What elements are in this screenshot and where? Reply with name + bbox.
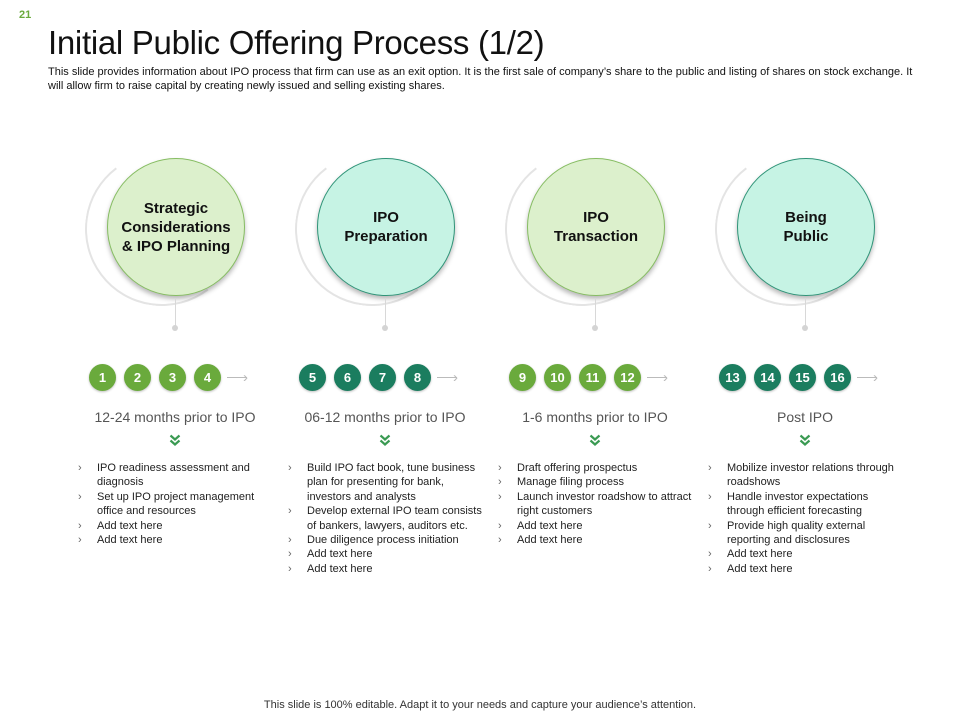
connector-line [805, 298, 806, 326]
step-badge: 9 [509, 364, 536, 391]
stage-circle: Being Public [737, 158, 875, 296]
step-badge: 4 [194, 364, 221, 391]
connector-line [385, 298, 386, 326]
stage-title-line: Strategic [143, 199, 209, 217]
step-badges: 13 14 15 16 › [719, 364, 878, 391]
step-badges: 9 10 11 12 › [509, 364, 668, 391]
stage-title-line: Transaction [553, 228, 639, 245]
bullet-item: Add text here [76, 533, 272, 548]
step-badge: 7 [369, 364, 396, 391]
stage-title-line: Preparation [344, 228, 428, 245]
bullet-item: Add text here [286, 547, 482, 562]
stage-title-line: IPO [583, 209, 609, 226]
step-badge: 13 [719, 364, 746, 391]
step-badge: 14 [754, 364, 781, 391]
stage-circle: IPO Transaction [527, 158, 665, 296]
connector-dot [592, 325, 598, 331]
step-badges: 5 6 7 8 › [299, 364, 458, 391]
stage-timeline: 06-12 months prior to IPO [304, 409, 466, 425]
page-title: Initial Public Offering Process (1/2) [48, 24, 545, 61]
bullet-item: Add text here [286, 562, 482, 577]
arrow-right-icon: › [857, 370, 878, 385]
connector-dot [172, 325, 178, 331]
bullet-item: IPO readiness assessment and diagnosis [76, 461, 272, 490]
bullet-item: Mobilize investor relations through road… [706, 461, 902, 490]
step-badges: 1 2 3 4 › [89, 364, 248, 391]
stage-bullet-list: Draft offering prospectus Manage filing … [496, 461, 692, 548]
stage-title-line: & IPO Planning [121, 237, 231, 255]
arrow-right-icon: › [437, 370, 458, 385]
bullet-item: Draft offering prospectus [496, 461, 692, 476]
stage-bullet-list: IPO readiness assessment and diagnosis S… [76, 461, 272, 548]
bullet-item: Provide high quality external reporting … [706, 519, 902, 548]
step-badge: 5 [299, 364, 326, 391]
stage-circle: IPO Preparation [317, 158, 455, 296]
bullet-item: Develop external IPO team consists of ba… [286, 504, 482, 533]
stage-bullet-list: Mobilize investor relations through road… [706, 461, 902, 577]
arrow-right-icon: › [227, 370, 248, 385]
connector-line [595, 298, 596, 326]
step-badge: 10 [544, 364, 571, 391]
double-chevron-down-icon [379, 434, 391, 446]
page-subtitle: This slide provides information about IP… [48, 66, 913, 92]
connector-dot [382, 325, 388, 331]
footer-note: This slide is 100% editable. Adapt it to… [263, 699, 697, 711]
bullet-item: Handle investor expectations through eff… [706, 490, 902, 519]
connector-line [175, 298, 176, 326]
double-chevron-down-icon [169, 434, 181, 446]
step-badge: 1 [89, 364, 116, 391]
stage-timeline: 12-24 months prior to IPO [94, 409, 256, 425]
step-badge: 11 [579, 364, 606, 391]
stage-title-line: Public [783, 228, 829, 245]
stage-title-line: Being [785, 209, 827, 226]
step-badge: 12 [614, 364, 641, 391]
bullet-item: Add text here [706, 562, 902, 577]
bullet-item: Set up IPO project management office and… [76, 490, 272, 519]
double-chevron-down-icon [589, 434, 601, 446]
slide-number: 21 [19, 9, 32, 21]
bullet-item: Manage filing process [496, 475, 692, 490]
bullet-item: Due diligence process initiation [286, 533, 482, 548]
bullet-item: Add text here [76, 519, 272, 534]
step-badge: 16 [824, 364, 851, 391]
stage-title-line: Considerations [121, 218, 231, 236]
double-chevron-down-icon [799, 434, 811, 446]
step-badge: 15 [789, 364, 816, 391]
step-badge: 3 [159, 364, 186, 391]
stage-circle: Strategic Considerations & IPO Planning [107, 158, 245, 296]
step-badge: 2 [124, 364, 151, 391]
step-badge: 6 [334, 364, 361, 391]
stage-bullet-list: Build IPO fact book, tune business plan … [286, 461, 482, 577]
bullet-item: Add text here [496, 533, 692, 548]
stage-timeline: Post IPO [776, 409, 834, 425]
bullet-item: Launch investor roadshow to attract righ… [496, 490, 692, 519]
bullet-item: Add text here [706, 547, 902, 562]
bullet-item: Add text here [496, 519, 692, 534]
step-badge: 8 [404, 364, 431, 391]
bullet-item: Build IPO fact book, tune business plan … [286, 461, 482, 504]
arrow-right-icon: › [647, 370, 668, 385]
connector-dot [802, 325, 808, 331]
stage-timeline: 1-6 months prior to IPO [522, 409, 668, 425]
stage-title-line: IPO [373, 209, 399, 226]
